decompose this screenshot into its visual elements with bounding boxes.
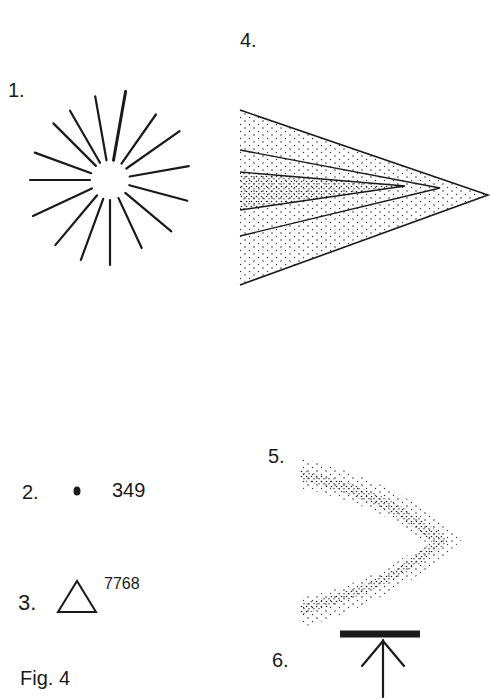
code-number: 349 [112,480,145,500]
callout-number: 1. [8,80,25,100]
callout-number: 5. [268,446,285,466]
triangle-symbol [58,581,96,612]
callout-number: 3. [18,592,36,614]
code-number: 7768 [104,576,140,592]
nested-chevron [240,110,488,285]
figure-caption: Fig. 4 [20,668,70,688]
dotted-chevron [300,458,462,628]
sunburst-symbol [30,91,189,265]
callout-number: 2. [22,482,39,502]
callout-number: 6. [272,650,289,670]
dot-symbol [74,487,81,496]
figure-number: 4. [240,30,257,50]
t-arrow-symbol [340,634,420,697]
